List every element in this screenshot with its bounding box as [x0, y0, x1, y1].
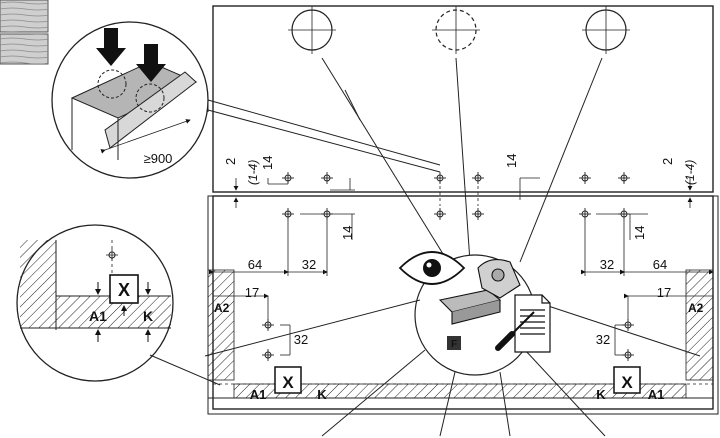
offset-14-c: 14 — [504, 154, 519, 168]
k-left: K — [317, 387, 327, 402]
eye-icon — [398, 251, 466, 285]
hole-32-left: 32 — [294, 332, 308, 347]
x-label-right: X — [621, 373, 633, 392]
document-icon — [514, 294, 551, 353]
spacing-32-left: 32 — [302, 257, 316, 272]
k-right: K — [596, 387, 606, 402]
detail-side-wall — [20, 240, 56, 328]
hinge-cup-middle — [432, 6, 480, 54]
x-label-detail: X — [118, 280, 130, 300]
k-detail: K — [143, 308, 153, 324]
a2-left: A2 — [214, 301, 230, 315]
spacing-64-right: 64 — [653, 257, 667, 272]
a1-detail: A1 — [89, 308, 107, 324]
a1-right: A1 — [648, 387, 665, 402]
hole-32-right: 32 — [596, 332, 610, 347]
right-side-wall — [685, 269, 714, 381]
min-opening: ≥900 — [144, 151, 173, 166]
gap-top-right: 2 — [660, 158, 675, 165]
x-box-left — [274, 366, 302, 394]
f-tag-box — [447, 336, 461, 350]
gap-range-right: (1-4) — [683, 160, 697, 185]
offset-14-b: 14 — [340, 226, 355, 240]
x-box-detail — [109, 274, 139, 304]
offset-14-a: 14 — [260, 156, 275, 170]
hinge-icon — [438, 259, 521, 325]
a2-right: A2 — [688, 301, 704, 315]
a1-left: A1 — [250, 387, 267, 402]
gap-range-left: (1-4) — [246, 160, 260, 185]
left-side-wall — [207, 269, 235, 381]
spacing-64-left: 64 — [248, 257, 262, 272]
spacing-32-right: 32 — [600, 257, 614, 272]
hinge-cup-right — [582, 6, 630, 54]
screwdriver-icon — [495, 311, 535, 351]
x-label-left: X — [282, 373, 294, 392]
offset-14-d: 14 — [632, 226, 647, 240]
hinge-cup-left — [288, 6, 336, 54]
f-tag-label: F — [451, 339, 457, 350]
side-17-right: 17 — [657, 285, 671, 300]
x-box-right — [613, 366, 641, 394]
press-arrow-icon — [96, 28, 166, 82]
gap-top-left: 2 — [223, 158, 238, 165]
side-17-left: 17 — [245, 285, 259, 300]
wood-sample-icon — [0, 0, 49, 65]
sight-rays — [207, 57, 603, 263]
